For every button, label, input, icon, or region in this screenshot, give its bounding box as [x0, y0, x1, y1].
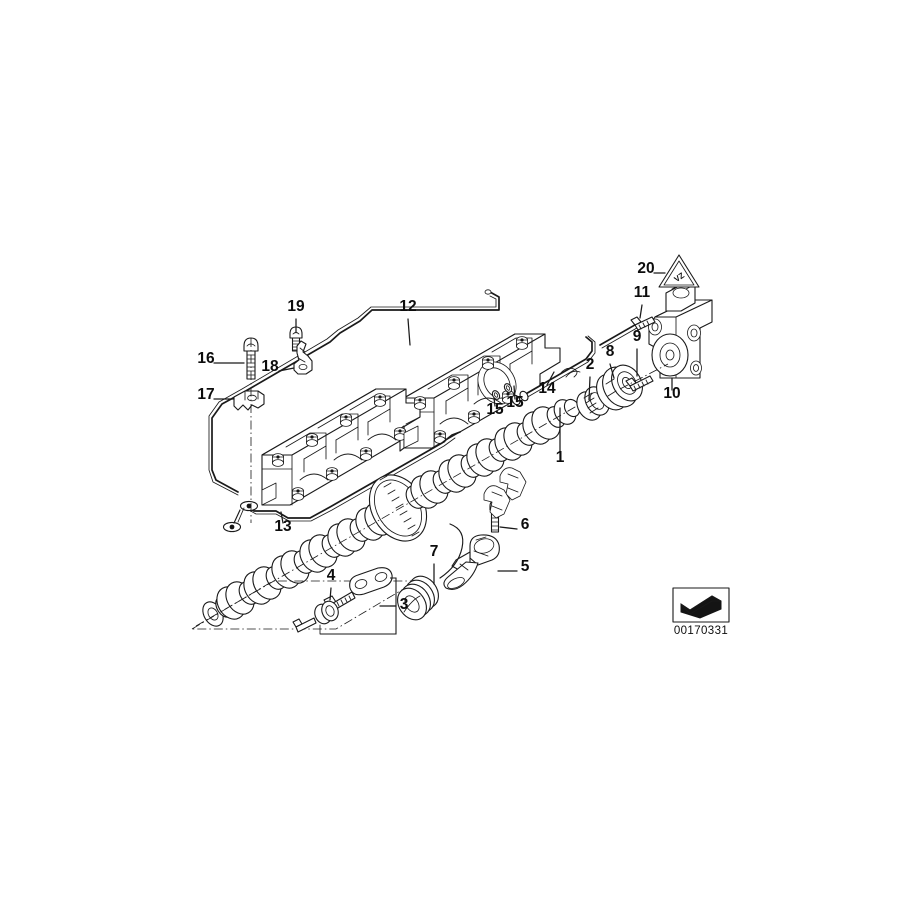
- callout-o-ring-small[interactable]: 15: [506, 385, 524, 411]
- roller-bearing: [292, 600, 339, 633]
- callout-label-sensor-bolt: 9: [633, 328, 642, 345]
- callout-cable-clip[interactable]: 18: [261, 358, 295, 375]
- lever-and-spring: [397, 500, 501, 621]
- callout-label-hex-bolt: 4: [327, 567, 336, 584]
- callout-label-torsion-spring: 7: [430, 543, 439, 560]
- callout-leader: [639, 304, 643, 319]
- callout-label-bearing-ring: 2: [586, 356, 595, 373]
- repair-kit-3: [190, 567, 419, 635]
- callout-impulse-wheel[interactable]: 8: [606, 343, 615, 379]
- callout-sensor-housing[interactable]: 10: [663, 377, 681, 402]
- callout-leader: [609, 363, 615, 379]
- cable-clip-18: [293, 340, 313, 375]
- callout-label-cable-clip: 18: [261, 358, 279, 375]
- rocker-arms: [483, 467, 527, 519]
- callout-label-cylinder-head-bolt: 16: [197, 350, 215, 367]
- camshaft-lobes: [202, 398, 581, 627]
- fastener-group-left: [233, 326, 313, 523]
- callout-label-oil-spray-tube: 14: [538, 380, 556, 397]
- diagram-id-badge: [672, 587, 730, 623]
- spring-coils: [397, 575, 439, 621]
- housing-bolt-11: [630, 316, 656, 331]
- retaining-bracket-17: [233, 390, 265, 411]
- callout-housing-bolt[interactable]: 11: [634, 284, 651, 319]
- callout-label-sensor-housing: 10: [663, 385, 680, 402]
- callout-lever-bolt[interactable]: 6: [499, 516, 530, 533]
- callout-label-retaining-bracket: 17: [197, 386, 214, 403]
- callout-leader: [280, 511, 284, 524]
- callout-label-oil-pipe-lower: 13: [274, 518, 292, 535]
- callout-leader: [499, 526, 518, 530]
- warning-symbol-20: VZ: [658, 254, 700, 288]
- callout-camshaft[interactable]: 1: [556, 407, 565, 466]
- callout-label-warning-symbol: 20: [637, 260, 654, 277]
- callout-oil-pipe-upper[interactable]: 12: [399, 298, 417, 346]
- callout-leader: [407, 318, 411, 346]
- callout-oil-pipe-lower[interactable]: 13: [274, 511, 292, 535]
- callout-leader: [546, 371, 555, 386]
- callout-sensor-bolt[interactable]: 9: [633, 328, 642, 377]
- sensor-bolt-9: [619, 363, 669, 392]
- oil-spray-tube-14: [491, 321, 643, 406]
- callout-eccentric-lever[interactable]: 5: [497, 558, 530, 575]
- callout-retaining-bracket[interactable]: 17: [197, 386, 234, 403]
- callout-label-oil-pipe-upper: 12: [399, 298, 416, 315]
- callout-label-o-ring-small: 15: [506, 394, 524, 411]
- callout-o-ring-small[interactable]: 15: [486, 397, 504, 418]
- callout-bearing-ring[interactable]: 2: [586, 356, 595, 401]
- sensor-housing-10: [648, 284, 713, 379]
- callout-repair-kit-bracket[interactable]: 3: [379, 596, 409, 613]
- eccentric-lever-5: [443, 534, 500, 591]
- callout-label-housing-bolt: 11: [634, 284, 651, 301]
- callout-label-repair-kit-bracket: 3: [400, 596, 409, 613]
- callout-label-eccentric-lever: 5: [521, 558, 530, 575]
- callout-label-impulse-wheel: 8: [606, 343, 615, 360]
- callout-torsion-spring[interactable]: 7: [430, 543, 439, 585]
- lever-bushing: [349, 567, 393, 596]
- callout-label-lever-bolt: 6: [521, 516, 530, 533]
- callout-leader: [588, 376, 591, 401]
- callout-leader: [278, 367, 295, 372]
- callout-warning-symbol[interactable]: 20: [637, 260, 666, 277]
- callout-clip-bolt[interactable]: 19: [287, 298, 305, 333]
- callout-cylinder-head-bolt[interactable]: 16: [197, 350, 245, 367]
- ledge-bolt-bosses: [271, 336, 529, 501]
- callout-label-o-ring-small: 15: [486, 401, 504, 418]
- callout-leader: [513, 385, 516, 400]
- callout-label-clip-bolt: 19: [287, 298, 305, 315]
- oil-pipe-upper-12: [208, 289, 500, 496]
- torsion-spring-7: [397, 523, 464, 621]
- sensor-assembly: [619, 284, 713, 392]
- camshaft-1: [195, 398, 583, 627]
- callout-hex-bolt[interactable]: 4: [327, 567, 336, 601]
- diagram-id-number: 00170331: [674, 625, 728, 637]
- callout-oil-spray-tube[interactable]: 14: [538, 371, 556, 397]
- callout-leader: [329, 587, 332, 601]
- oil-pipe-lower-13: [222, 431, 461, 533]
- callout-leader: [493, 397, 496, 407]
- callout-label-camshaft: 1: [556, 449, 565, 466]
- bearing-ledge-assembly: [261, 333, 561, 506]
